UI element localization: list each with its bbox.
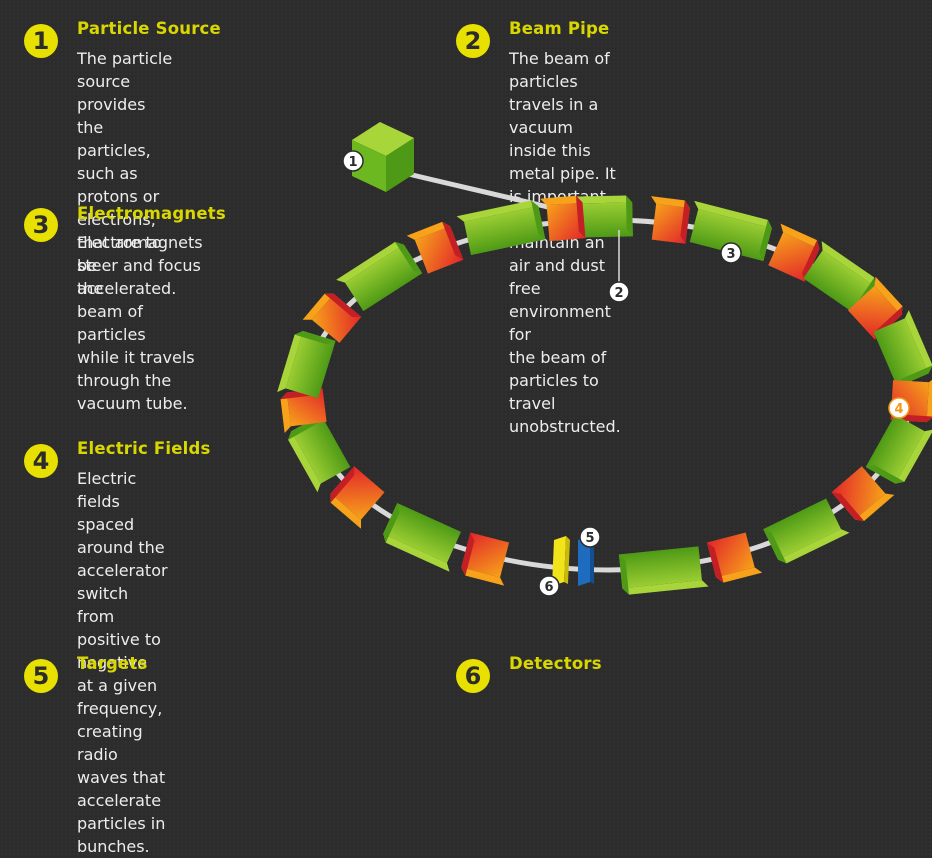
- section-title: Particle Source: [77, 19, 221, 38]
- section-title: Electric Fields: [77, 439, 211, 458]
- marker-label: 4: [894, 402, 903, 417]
- electric-field-block-icon: [330, 466, 385, 529]
- electromagnet-block-icon: [277, 330, 336, 399]
- particle-source-cube-icon: [352, 122, 563, 213]
- electromagnet-block-icon: [763, 498, 850, 564]
- electromagnet-block-icon: [383, 502, 461, 572]
- section-title: Beam Pipe: [509, 19, 610, 38]
- electric-field-block-icon: [706, 532, 763, 583]
- marker-label: 2: [614, 286, 623, 301]
- diagram-marker-1: 1: [342, 150, 364, 172]
- section-body: The beam of particles travels in a vacuu…: [509, 49, 621, 436]
- number-badge-icon: 1: [24, 24, 58, 58]
- electromagnet-block-icon: [336, 242, 423, 312]
- electric-field-block-icon: [406, 221, 464, 274]
- electromagnet-block-icon: [689, 200, 772, 262]
- detector-block-icon: [578, 536, 594, 586]
- section-title: Detectors: [509, 654, 602, 673]
- electric-field-block-icon: [651, 196, 690, 244]
- section-body: The particle source provides the particl…: [77, 49, 177, 298]
- diagram-marker-6: 6: [538, 575, 560, 597]
- diagram-marker-2: 2: [608, 281, 630, 303]
- electric-field-block-icon: [768, 223, 820, 282]
- marker-label: 6: [544, 580, 553, 595]
- section-title: Electromagnets: [77, 204, 226, 223]
- electromagnet-block-icon: [456, 200, 546, 256]
- section-body: Electromagnets steer and focus the beam …: [77, 233, 203, 413]
- electric-field-block-icon: [302, 293, 362, 343]
- number-badge-icon: 5: [24, 659, 58, 693]
- number-badge-icon: 3: [24, 208, 58, 242]
- ring-segments: [277, 195, 932, 595]
- section-title: Targets: [77, 654, 148, 673]
- electric-field-block-icon: [540, 195, 586, 242]
- diagram-marker-4: 4: [888, 397, 910, 419]
- diagram-marker-5: 5: [579, 526, 601, 548]
- number-badge-icon: 2: [456, 24, 490, 58]
- electric-field-block-icon: [461, 532, 510, 586]
- accelerator-ring-diagram: 1 2 3 4 5 6: [277, 122, 932, 597]
- number-badge-icon: 4: [24, 444, 58, 478]
- marker-label: 5: [585, 531, 594, 546]
- diagram-marker-3: 3: [720, 242, 742, 264]
- electric-field-block-icon: [831, 466, 895, 521]
- marker-label: 1: [348, 155, 357, 170]
- marker-label: 3: [726, 247, 735, 262]
- target-block-icon: [552, 536, 570, 586]
- electromagnet-block-icon: [618, 546, 709, 595]
- number-badge-icon: 6: [456, 659, 490, 693]
- electromagnet-block-icon: [865, 414, 932, 484]
